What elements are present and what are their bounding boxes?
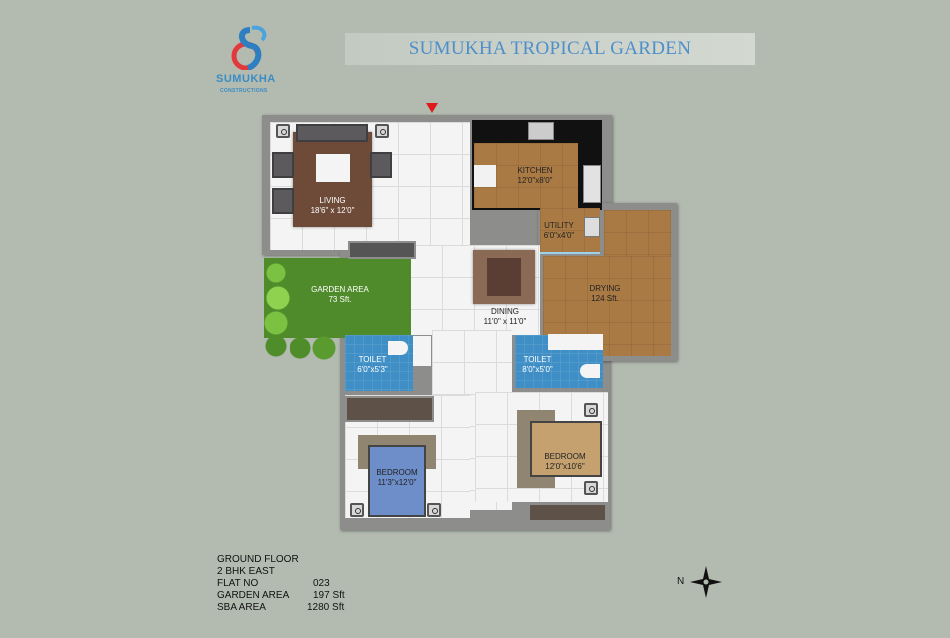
info-row: FLAT NO 023 bbox=[217, 578, 367, 590]
info-label: FLAT NO bbox=[217, 578, 259, 589]
room-name: UTILITY bbox=[544, 221, 574, 230]
lamp-icon bbox=[584, 403, 598, 417]
lamp-icon bbox=[350, 503, 364, 517]
room-size: 8'0"x5'0" bbox=[522, 365, 553, 374]
toilet-icon bbox=[388, 341, 408, 355]
room-name: BEDROOM bbox=[544, 452, 586, 461]
compass-icon bbox=[690, 566, 722, 598]
drying-floor bbox=[604, 210, 671, 256]
wardrobe bbox=[345, 396, 434, 422]
lamp-icon bbox=[276, 124, 290, 138]
info-row: SBA AREA 1280 Sft bbox=[217, 602, 367, 614]
info-label: GARDEN AREA bbox=[217, 590, 290, 601]
lamp-icon bbox=[427, 503, 441, 517]
room-name: LIVING bbox=[319, 196, 346, 205]
compass-label: N bbox=[677, 576, 685, 587]
logo bbox=[228, 24, 272, 71]
bed bbox=[530, 421, 602, 477]
room-name: BEDROOM bbox=[376, 468, 418, 477]
sink-icon bbox=[583, 165, 601, 203]
stove-icon bbox=[528, 122, 554, 140]
room-name: TOILET bbox=[358, 355, 387, 364]
shrubs bbox=[290, 336, 340, 360]
room-name: DINING bbox=[491, 307, 519, 316]
room-label-dining: DINING 11'0" x 11'0" bbox=[465, 307, 545, 327]
washing-machine-icon bbox=[584, 217, 600, 237]
room-size: 6'0"x4'0" bbox=[543, 231, 575, 240]
room-label-living: LIVING 18'6" x 12'0" bbox=[293, 196, 372, 216]
room-label-kitchen: KITCHEN 12'0"x8'0" bbox=[500, 166, 570, 186]
coffee-table bbox=[316, 154, 350, 182]
info-row: GARDEN AREA 197 Sft bbox=[217, 590, 367, 602]
washbasin bbox=[413, 336, 431, 366]
room-size: 11'0" x 11'0" bbox=[483, 317, 527, 326]
armchair bbox=[370, 152, 392, 178]
utility-partition bbox=[540, 252, 600, 254]
room-name: DRYING bbox=[589, 284, 621, 293]
shrubs bbox=[262, 258, 290, 358]
tv-unit bbox=[348, 241, 416, 259]
room-size: 18'6" x 12'0" bbox=[310, 206, 355, 215]
room-label-toilet-2: TOILET 8'0"x5'0" bbox=[510, 355, 565, 375]
room-label-drying: DRYING 124 Sft. bbox=[570, 284, 640, 304]
room-name: GARDEN AREA bbox=[311, 285, 369, 294]
fridge bbox=[474, 165, 496, 187]
info-value: 023 bbox=[313, 578, 330, 589]
room-label-utility: UTILITY 6'0"x4'0" bbox=[536, 221, 582, 241]
room-label-garden: GARDEN AREA 73 Sft. bbox=[300, 285, 380, 305]
room-size: 73 Sft. bbox=[328, 295, 352, 304]
sofa bbox=[296, 124, 368, 142]
page-title: SUMUKHA TROPICAL GARDEN bbox=[408, 38, 692, 59]
title-banner bbox=[345, 33, 755, 65]
floor-label: GROUND FLOOR bbox=[217, 554, 299, 565]
washbasin bbox=[548, 334, 603, 350]
lamp-icon bbox=[584, 481, 598, 495]
info-value: 1280 Sft bbox=[307, 602, 345, 613]
type-label: 2 BHK EAST bbox=[217, 566, 275, 577]
room-size: 12'0"x10'6" bbox=[545, 462, 585, 471]
wardrobe bbox=[530, 505, 605, 520]
room-label-toilet-1: TOILET 6'0"x5'3" bbox=[345, 355, 400, 375]
toilet-icon bbox=[580, 364, 600, 378]
room-label-bedroom-2: BEDROOM 12'0"x10'6" bbox=[530, 452, 600, 472]
room-size: 12'0"x8'0" bbox=[517, 176, 553, 185]
logo-mark-icon bbox=[231, 25, 267, 71]
room-size: 11'3"x12'0" bbox=[377, 478, 417, 487]
dining-table bbox=[473, 250, 535, 304]
armchair bbox=[272, 188, 294, 214]
info-label: SBA AREA bbox=[217, 602, 266, 613]
lamp-icon bbox=[375, 124, 389, 138]
drying-floor bbox=[543, 256, 671, 356]
flat-info: GROUND FLOOR 2 BHK EAST FLAT NO 023 GARDE… bbox=[217, 554, 367, 614]
room-size: 6'0"x5'3" bbox=[357, 365, 388, 374]
room-name: TOILET bbox=[523, 355, 552, 364]
bed bbox=[368, 445, 426, 517]
room-size: 124 Sft. bbox=[591, 294, 619, 303]
info-value: 197 Sft bbox=[313, 590, 345, 601]
room-name: KITCHEN bbox=[517, 166, 553, 175]
armchair bbox=[272, 152, 294, 178]
logo-subtitle: CONSTRUCTIONS bbox=[220, 88, 268, 94]
logo-name: SUMUKHA bbox=[216, 73, 276, 85]
entry-arrow-icon bbox=[426, 103, 438, 113]
room-label-bedroom-1: BEDROOM 11'3"x12'0" bbox=[362, 468, 432, 488]
